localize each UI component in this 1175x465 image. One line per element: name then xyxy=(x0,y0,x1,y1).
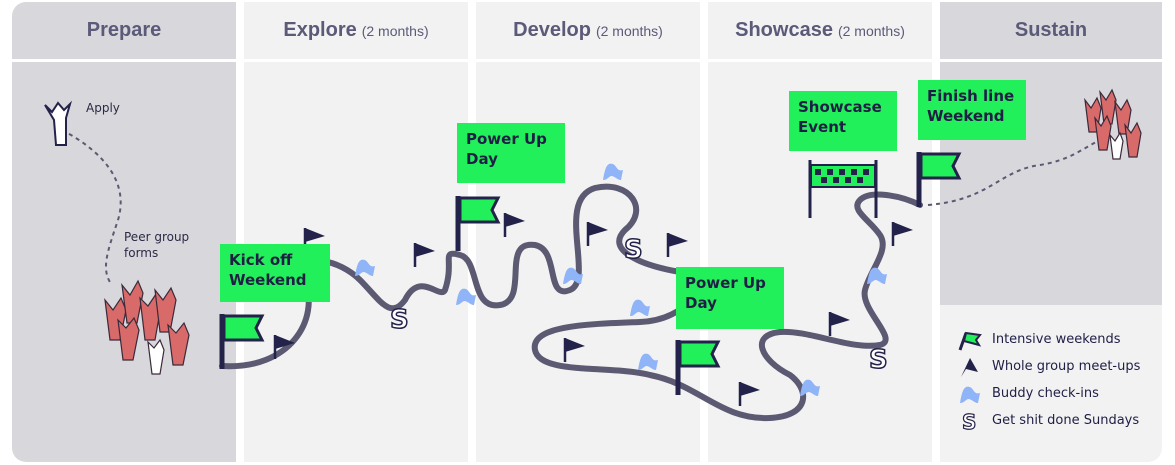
phase-prepare: Prepare xyxy=(12,2,236,462)
svg-text:S: S xyxy=(962,410,976,432)
legend-item: Buddy check-ins xyxy=(958,380,1140,407)
sustain-people-icon xyxy=(1084,88,1142,160)
peer-group-label: Peer group forms xyxy=(124,230,190,260)
s-icon: S xyxy=(961,410,977,432)
dashed-path-apply xyxy=(61,129,122,286)
phase-explore: Explore(2 months) xyxy=(244,2,468,462)
legend: Intensive weekends Whole group meet-ups … xyxy=(958,326,1140,434)
journey-path xyxy=(219,183,923,422)
svg-text:S: S xyxy=(390,305,409,335)
phase-sustain: Sustain xyxy=(940,2,1162,462)
phase-title: Sustain xyxy=(1014,19,1088,41)
phase-duration: (2 months) xyxy=(837,22,905,39)
green-flag-icon xyxy=(958,331,982,350)
sundays-s: S S S xyxy=(389,234,888,376)
svg-text:S: S xyxy=(869,345,888,375)
blue-wave-flag-icon xyxy=(960,386,980,403)
finish-line-banner-icon xyxy=(808,160,878,218)
whole-group-pennants xyxy=(273,211,915,408)
phase-title: Prepare xyxy=(86,19,162,41)
dark-pennant-icon xyxy=(961,357,978,377)
milestone-finish-line-weekend: Finish line Weekend xyxy=(918,80,1026,140)
dashed-path-sustain xyxy=(927,139,1101,206)
phase-title: Explore xyxy=(283,19,357,41)
phase-title: Develop xyxy=(513,19,591,41)
milestone-power-up-day-2: Power Up Day xyxy=(676,267,784,329)
phase-duration: (2 months) xyxy=(361,22,429,39)
apply-label: Apply xyxy=(86,101,120,115)
milestone-showcase-event: Showcase Event xyxy=(789,91,897,151)
phase-duration: (2 months) xyxy=(595,22,663,39)
peer-group-people-icon xyxy=(104,279,190,375)
legend-item: Intensive weekends xyxy=(958,326,1140,353)
svg-text:S: S xyxy=(624,235,643,265)
legend-item: Whole group meet-ups xyxy=(958,353,1140,380)
milestone-power-up-day-1: Power Up Day xyxy=(457,123,565,183)
apply-person-icon xyxy=(44,100,73,146)
phase-title: Showcase xyxy=(735,19,833,41)
milestone-kick-off-weekend: Kick off Weekend xyxy=(220,244,330,302)
buddy-checkins xyxy=(355,163,887,396)
